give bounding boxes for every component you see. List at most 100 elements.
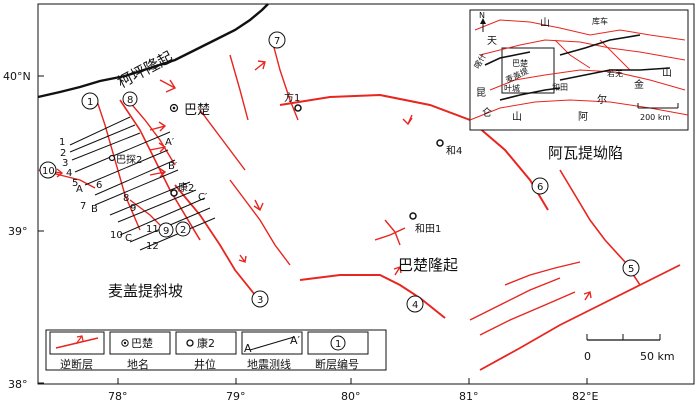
fault-minor-b <box>199 109 246 171</box>
line-num-5: 5 <box>72 178 78 189</box>
legend-well-sample: 康2 <box>197 336 215 350</box>
inset-a: 阿 <box>578 111 588 123</box>
seismic-line-5 <box>84 149 169 186</box>
svg-text:5: 5 <box>628 264 634 275</box>
fault-6 <box>279 93 549 211</box>
fault-7 <box>271 39 299 121</box>
well-kang2-marker <box>170 189 178 197</box>
legend-seismic-caption: 地震测线 <box>247 357 291 371</box>
scale-bar: 0 50 km <box>584 334 675 363</box>
inset-black-lines <box>484 34 671 101</box>
fault-number-2: 2 <box>175 221 191 237</box>
seismic-line-3 <box>71 132 141 161</box>
legend-place: 巴楚 地名 <box>109 331 171 371</box>
lon-label-80: 80° <box>341 390 361 403</box>
seismic-line-9 <box>117 189 197 223</box>
legend-place-sample: 巴楚 <box>131 336 153 350</box>
line-num-1: 1 <box>59 137 65 148</box>
legend-thrust-caption: 逆断层 <box>60 357 93 371</box>
well-fang1-label: 方1 <box>284 91 300 104</box>
arrow-6 <box>393 266 402 276</box>
scale-length: 50 km <box>640 350 675 363</box>
legend: 逆断层 巴楚 地名 康2 井位 A A′ 地震测线 1 断层编号 <box>45 329 387 371</box>
town-bachu-label: 巴楚 <box>184 103 210 118</box>
inset-scale-label: 200 km <box>640 113 670 122</box>
legend-fault-id-caption: 断层编号 <box>315 357 359 371</box>
line-num-7: 7 <box>80 201 86 212</box>
thrust-arrows <box>51 60 592 301</box>
latitude-axis: 40°N 39° 38° <box>3 70 44 391</box>
well-kang2-label: 康2 <box>178 181 194 194</box>
line-label-B: B <box>91 204 98 215</box>
arrow-7 <box>583 291 592 301</box>
svg-text:7: 7 <box>274 36 280 47</box>
fault-number-markers: 1 8 7 10 9 2 3 4 <box>39 31 640 313</box>
lon-label-78: 78° <box>108 390 128 403</box>
lon-label-79: 79° <box>226 390 246 403</box>
seismic-line-2 <box>69 124 136 153</box>
svg-text:4: 4 <box>412 300 418 311</box>
inset-bachu: 巴楚 <box>512 58 528 68</box>
inset-shan2: 山 <box>512 111 522 123</box>
seismic-line-labels: 1 2 3 4 5 6 7 8 9 10 11 12 A A′ B B′ C C… <box>59 137 208 252</box>
inset-tian: 天 <box>487 36 497 47</box>
svg-text:2: 2 <box>180 225 186 236</box>
seismic-line-C <box>119 197 206 236</box>
fault-number-8: 8 <box>122 91 138 107</box>
arrow-9 <box>149 142 167 153</box>
inset-hetian: 和田 <box>552 83 568 92</box>
svg-text:6: 6 <box>537 182 543 193</box>
inset-jin: 金 <box>634 78 644 91</box>
line-label-A-prime: A′ <box>165 137 175 148</box>
line-num-12: 12 <box>146 241 159 252</box>
arrow-3 <box>402 114 413 126</box>
region-awati-depression: 阿瓦提坳陷 <box>548 144 623 162</box>
inset-north: N <box>479 11 485 20</box>
line-num-8: 8 <box>123 193 129 204</box>
region-maigaiti-slope: 麦盖提斜坡 <box>108 282 183 300</box>
fault-3 <box>174 184 256 296</box>
svg-text:3: 3 <box>257 295 263 306</box>
fault-number-4: 4 <box>406 295 424 313</box>
seismic-line-1 <box>69 116 131 146</box>
inset-kuche: 库车 <box>592 16 608 26</box>
keping-uplift-boundary <box>37 3 269 99</box>
line-num-11: 11 <box>146 224 159 235</box>
inset-scale-bar: 200 km <box>637 103 679 122</box>
arrow-10 <box>149 167 167 178</box>
legend-place-caption: 地名 <box>127 357 149 371</box>
fault-number-5: 5 <box>622 259 640 277</box>
line-label-C-prime: C′ <box>198 192 208 203</box>
well-bantan2-label: 巴探2 <box>116 153 142 166</box>
town-bachu: 巴楚 <box>169 103 210 118</box>
fault-minor-h <box>504 261 581 286</box>
longitude-axis: 78° 79° 80° 81° 82°E <box>108 378 598 403</box>
lat-label-39: 39° <box>8 225 28 238</box>
seismic-line-8 <box>109 181 191 216</box>
line-num-6: 6 <box>96 180 102 191</box>
fault-minor-a <box>229 54 249 121</box>
fault-minor-g <box>479 291 576 336</box>
fault-number-9: 9 <box>158 222 174 238</box>
lat-label-38: 38° <box>8 378 28 391</box>
svg-text:1: 1 <box>87 97 93 108</box>
fault-number-1: 1 <box>81 92 99 110</box>
legend-seismic: A A′ 地震测线 <box>241 331 303 371</box>
inset-kun: 昆 <box>476 87 486 99</box>
legend-fault-id: 1 断层编号 <box>307 331 369 371</box>
well-he4-label: 和4 <box>446 145 462 157</box>
inset-lun: 仑 <box>482 106 492 119</box>
well-hetian1-label: 和田1 <box>415 223 441 235</box>
fault-number-6: 6 <box>531 177 549 195</box>
inset-ruoqiang: 若羌 <box>607 68 623 78</box>
line-label-C: C <box>125 233 132 244</box>
line-num-2: 2 <box>60 148 66 159</box>
legend-fault-id-sample: 1 <box>335 339 341 350</box>
line-label-B-prime: B′ <box>168 161 178 172</box>
seismic-line-B <box>94 169 179 206</box>
svg-text:10: 10 <box>42 166 55 177</box>
legend-seismic-a: A <box>244 342 252 355</box>
fault-minor-e <box>374 227 406 241</box>
fault-southern-main <box>479 264 681 371</box>
